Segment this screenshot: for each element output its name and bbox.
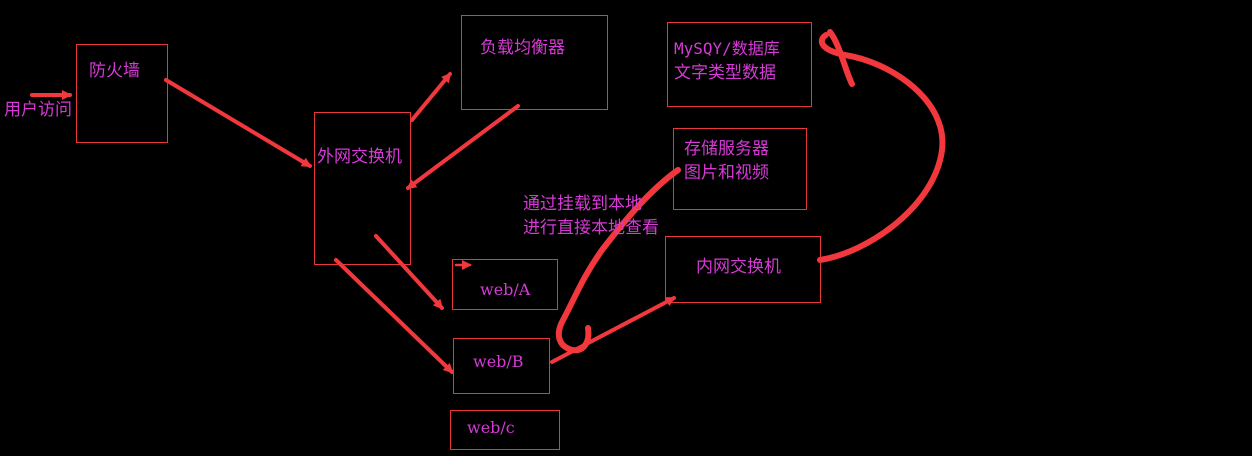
web-c-node: web/c (450, 410, 560, 450)
inner-switch-node: 内网交换机 (665, 236, 821, 303)
arrow-load-balancer-to-outer-switch (406, 104, 520, 190)
mount-note-line-2: 进行直接本地查看 (523, 218, 659, 238)
web-c-label: web/c (467, 418, 515, 437)
mysql-node: MySQY/数据库 文字类型数据 (667, 22, 812, 107)
curve-storage-to-web-b (555, 167, 681, 354)
storage-node: 存储服务器 图片和视频 (673, 128, 807, 210)
mysql-label-line-1: MySQY/数据库 (674, 39, 780, 58)
load-balancer-label: 负载均衡器 (480, 38, 565, 58)
arrow-outer-switch-to-load-balancer (410, 72, 452, 122)
web-a-label: web/A (480, 280, 531, 299)
web-b-label: web/B (473, 352, 524, 371)
mysql-label-line-2: 文字类型数据 (674, 63, 776, 83)
arrow-outer-switch-to-web-b (334, 258, 454, 374)
firewall-label: 防火墙 (89, 61, 140, 81)
user-access-label: 用户访问 (4, 100, 72, 120)
arrow-outer-switch-to-web-a (374, 234, 444, 310)
storage-label-line-2: 图片和视频 (684, 163, 769, 183)
web-b-node: web/B (453, 338, 550, 394)
storage-label-line-1: 存储服务器 (684, 139, 769, 159)
curve-inner-switch-to-mysql (817, 29, 946, 263)
outer-switch-label: 外网交换机 (317, 147, 402, 167)
outer-switch-node: 外网交换机 (314, 112, 411, 265)
arrow-firewall-to-outer-switch (164, 78, 312, 168)
firewall-node: 防火墙 (76, 44, 168, 143)
web-a-node: web/A (452, 259, 558, 310)
load-balancer-node: 负载均衡器 (461, 15, 608, 110)
mount-note-line-1: 通过挂载到本地 (523, 194, 642, 214)
inner-switch-label: 内网交换机 (696, 257, 781, 277)
